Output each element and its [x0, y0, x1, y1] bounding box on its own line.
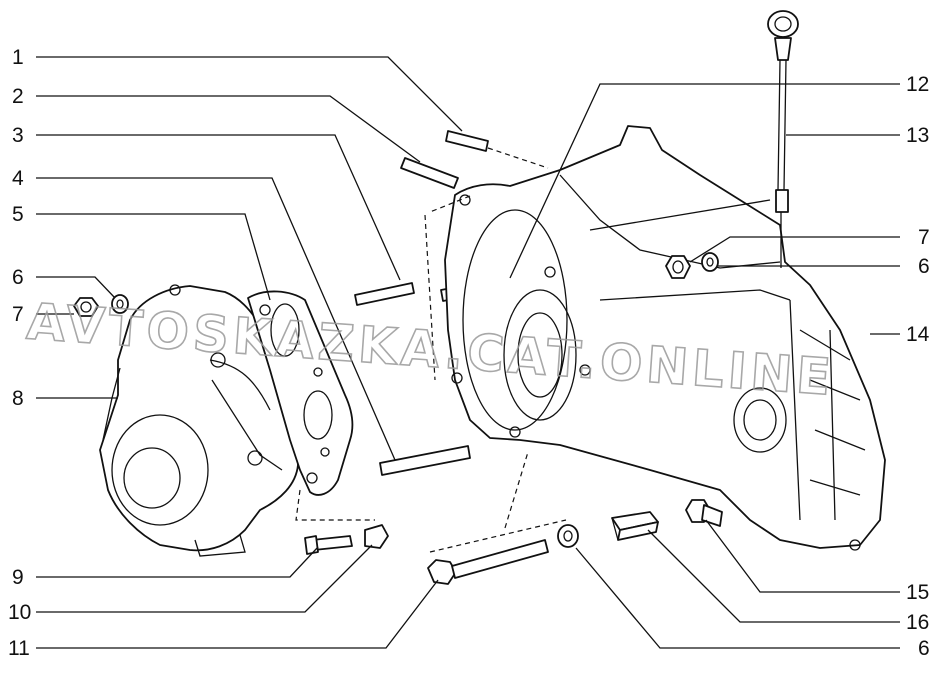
gearbox-housing-part — [444, 125, 886, 551]
callout-6-right-bottom: 6 — [918, 637, 930, 660]
callout-1: 1 — [12, 46, 24, 69]
assembly-guide-lines — [295, 147, 567, 553]
callout-6-right-top: 6 — [918, 255, 930, 278]
callout-16: 16 — [906, 611, 929, 634]
callout-12: 12 — [906, 73, 929, 96]
nut-and-washer-left — [73, 294, 129, 317]
callouts-right: 12 13 7 6 14 15 16 6 — [906, 73, 930, 660]
callout-9: 9 — [12, 566, 24, 589]
callout-14: 14 — [906, 323, 930, 346]
callout-11: 11 — [8, 637, 30, 660]
magnet-block-part — [611, 511, 659, 541]
gasket-part — [247, 290, 354, 496]
drain-plug-part — [685, 499, 723, 527]
callout-6-left: 6 — [12, 266, 24, 289]
callouts-left: 1 2 3 4 5 6 7 8 9 10 11 — [8, 46, 31, 660]
leader-lines — [36, 56, 900, 649]
callout-5: 5 — [12, 203, 24, 226]
callout-10: 10 — [8, 601, 31, 624]
callout-7-left: 7 — [12, 303, 24, 326]
long-bolt-part — [427, 524, 579, 585]
callout-3: 3 — [12, 124, 24, 147]
screw-and-clip-part — [304, 524, 389, 555]
callout-13: 13 — [906, 124, 929, 147]
callout-15: 15 — [906, 581, 929, 604]
nut-and-washer-right — [665, 252, 719, 279]
callout-4: 4 — [12, 167, 24, 190]
callout-8: 8 — [12, 387, 24, 410]
dipstick-part — [767, 10, 799, 268]
callout-7-right: 7 — [918, 226, 930, 249]
callout-2: 2 — [12, 85, 24, 108]
